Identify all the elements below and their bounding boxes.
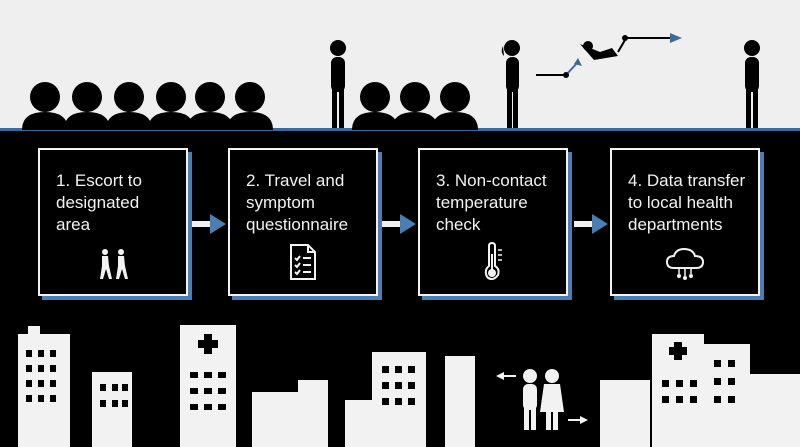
checklist-document-icon [290, 244, 316, 280]
queue-person-icon [227, 82, 273, 130]
hospital-cross-icon [198, 334, 218, 354]
queue-person-icon [392, 82, 438, 130]
building [704, 344, 750, 447]
step-card-questionnaire: 2. Travel and symptom questionnaire [228, 148, 378, 296]
thermometer-icon [484, 242, 502, 280]
queue-person-icon [432, 82, 478, 130]
queue-person-icon [106, 82, 152, 130]
standing-woman-icon [501, 40, 520, 128]
step-card-data-transfer: 4. Data transfer to local health departm… [610, 148, 760, 296]
hospital-cross-icon [669, 342, 687, 360]
building [92, 372, 132, 447]
queue-person-icon [64, 82, 110, 130]
queue-person-icon [352, 82, 398, 130]
building [252, 392, 300, 447]
building [298, 380, 328, 447]
building [445, 356, 475, 447]
standing-person-right-icon [744, 40, 760, 128]
step-label: 2. Travel and symptom questionnaire [246, 171, 349, 234]
queue-person-icon [187, 82, 233, 130]
city-skyline [18, 325, 800, 447]
step-label: 1. Escort to designated area [56, 171, 142, 234]
standing-person-icon [330, 40, 346, 128]
queue-person-icon [148, 82, 194, 130]
cloud-network-icon [665, 248, 705, 280]
couple-icon [523, 369, 564, 430]
step-label: 3. Non-contact temperature check [436, 171, 547, 234]
step-card-temperature: 3. Non-contact temperature check [418, 148, 568, 296]
building [600, 380, 650, 447]
connector-arrow-icon [192, 214, 226, 234]
queue-person-icon [22, 82, 68, 130]
connector-arrow-icon [382, 214, 416, 234]
queue-people-group [22, 82, 478, 130]
step-label: 4. Data transfer to local health departm… [628, 171, 746, 234]
step-card-escort: 1. Escort to designated area [38, 148, 188, 296]
walking-people-icon [100, 249, 128, 279]
exchange-arrow-icon [496, 372, 588, 424]
movement-path-icon [536, 33, 682, 78]
building [748, 374, 800, 447]
connector-arrow-icon [574, 214, 608, 234]
